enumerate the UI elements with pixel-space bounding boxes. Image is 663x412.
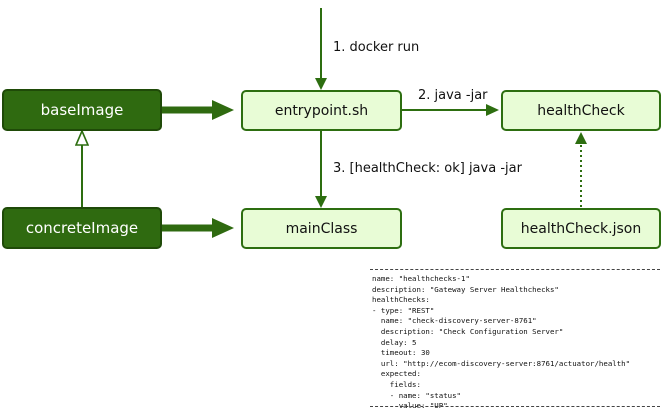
- yaml-line: - type: "REST": [372, 305, 435, 315]
- yaml-line: url: "http://ecom-discovery-server:8761/…: [380, 358, 631, 368]
- base-image-to-entrypoint-arrow: [162, 100, 234, 120]
- base-image-node[interactable]: baseImage: [2, 89, 162, 131]
- yaml-line: healthChecks:: [372, 295, 430, 305]
- yaml-line: fields:: [389, 379, 421, 389]
- main-class-node[interactable]: mainClass: [241, 208, 402, 249]
- entrypoint-label: entrypoint.sh: [274, 102, 369, 119]
- yaml-line: value: "UP": [398, 401, 448, 411]
- health-check-json-node[interactable]: healthCheck.json: [501, 208, 661, 249]
- java-jar-arrow: [402, 104, 499, 116]
- yaml-line: description: "Gateway Server Healthcheck…: [372, 284, 559, 294]
- yaml-line: description: "Check Configuration Server…: [380, 326, 564, 336]
- yaml-line: delay: 5: [380, 337, 417, 347]
- yaml-line: name: "check-discovery-server-8761": [380, 316, 537, 326]
- concrete-image-to-mainclass-arrow: [162, 218, 234, 238]
- main-class-label: mainClass: [285, 220, 358, 237]
- snippet-top-rule: [370, 269, 660, 270]
- yaml-line: timeout: 30: [380, 348, 430, 358]
- yaml-line: expected:: [380, 369, 421, 379]
- concrete-image-label: concreteImage: [25, 219, 139, 237]
- health-check-json-label: healthCheck.json: [520, 220, 642, 237]
- snippet-bottom-rule: [370, 406, 660, 407]
- healthcheck-json-dependency-arrow: [575, 132, 587, 207]
- docker-run-label: 1. docker run: [333, 40, 420, 55]
- healthcheck-ok-label: 3. [healthCheck: ok] java -jar: [333, 161, 522, 176]
- java-jar-label: 2. java -jar: [418, 88, 488, 103]
- healthcheck-config-snippet: name: "healthchecks-1" description: "Gat…: [370, 269, 660, 410]
- health-check-label: healthCheck: [537, 102, 625, 119]
- docker-run-arrow: [315, 8, 327, 90]
- healthcheck-yaml-text: name: "healthchecks-1" description: "Gat…: [372, 274, 630, 412]
- base-image-label: baseImage: [40, 101, 124, 119]
- healthcheck-ok-arrow: [315, 131, 327, 208]
- entrypoint-node[interactable]: entrypoint.sh: [241, 90, 402, 131]
- yaml-line: - name: "status": [389, 390, 461, 400]
- yaml-line: name: "healthchecks-1": [372, 274, 470, 283]
- health-check-node[interactable]: healthCheck: [501, 90, 661, 131]
- concrete-image-node[interactable]: concreteImage: [2, 207, 162, 249]
